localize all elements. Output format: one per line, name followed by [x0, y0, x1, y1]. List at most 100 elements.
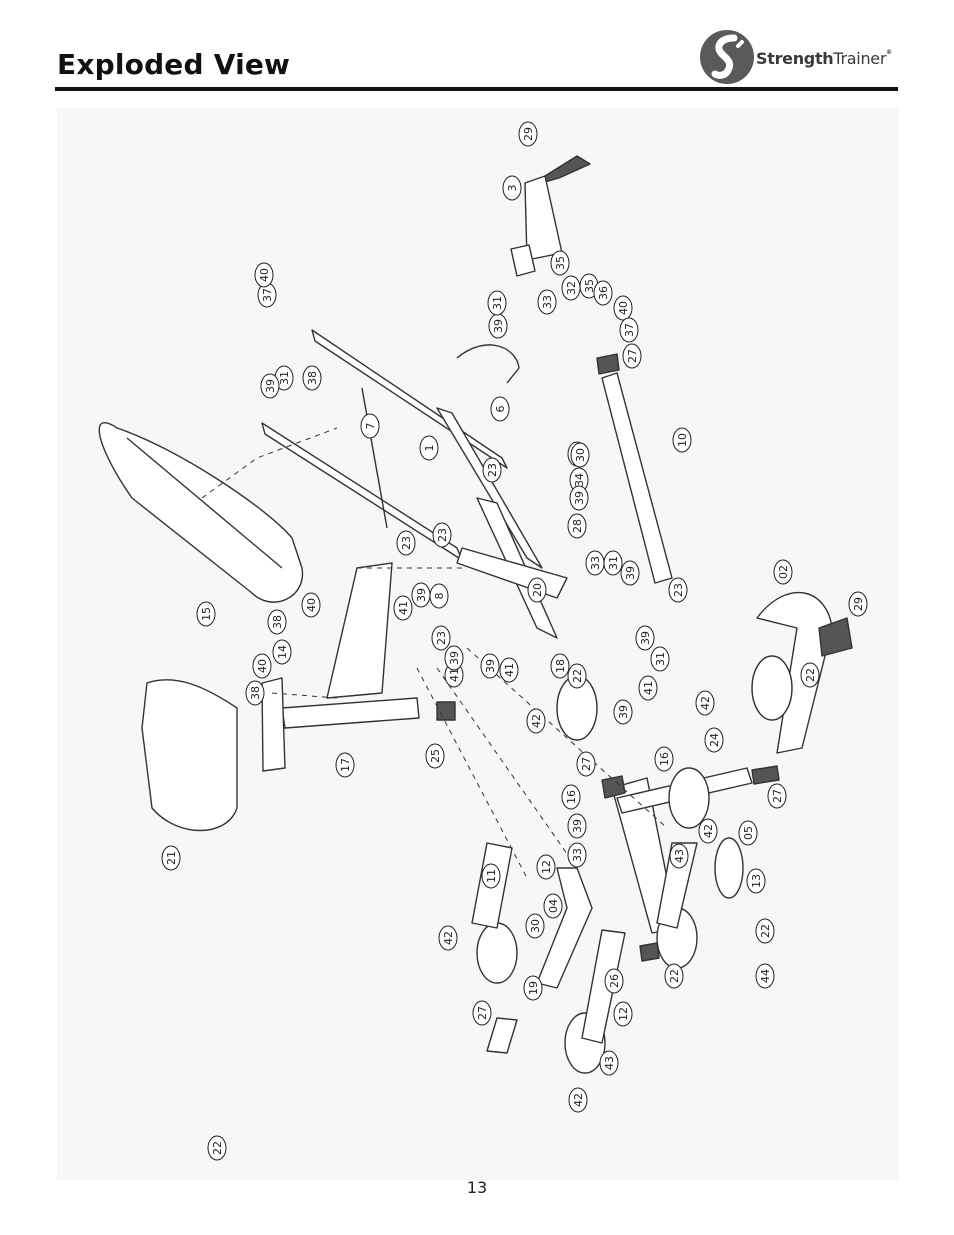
- part-callout: 39: [569, 485, 589, 511]
- part-callout: 18: [550, 653, 570, 679]
- callout-circle: [755, 918, 775, 944]
- callout-circle: [755, 963, 775, 989]
- callout-number: 39: [264, 379, 277, 393]
- callout-number: 41: [503, 663, 516, 677]
- part-callouts: 2933539313332353640372710303740313839761…: [161, 121, 868, 1161]
- part-callout: 41: [638, 675, 658, 701]
- part-callout: 13: [746, 868, 766, 894]
- callout-number: 39: [617, 705, 630, 719]
- callout-circle: [800, 662, 820, 688]
- callout-number: 42: [442, 931, 455, 945]
- part-callout: 40: [613, 295, 633, 321]
- part-callout: 22: [567, 663, 587, 689]
- part-callout: 33: [585, 550, 605, 576]
- exploded-view-diagram: 2933539313332353640372710303740313839761…: [57, 108, 898, 1180]
- callout-number: 37: [261, 288, 274, 302]
- callout-circle: [518, 121, 538, 147]
- callout-number: 38: [271, 615, 284, 629]
- strengthtrainer-logo: StrengthTrainer®: [698, 28, 903, 86]
- callout-number: 39: [571, 819, 584, 833]
- callout-number: 10: [676, 433, 689, 447]
- callout-circle: [622, 343, 642, 369]
- callout-number: 16: [565, 790, 578, 804]
- callout-circle: [599, 1050, 619, 1076]
- exploded-view-drawing: 2933539313332353640372710303740313839761…: [98, 121, 868, 1161]
- part-callout: 32: [561, 275, 581, 301]
- part-callout: 38: [245, 680, 265, 706]
- callout-circle: [576, 751, 596, 777]
- part-callout: 42: [695, 690, 715, 716]
- callout-number: 23: [486, 463, 499, 477]
- callout-circle: [619, 317, 639, 343]
- callout-number: 42: [572, 1093, 585, 1107]
- callout-circle: [267, 609, 287, 635]
- part-callout: 31: [487, 290, 507, 316]
- callout-circle: [536, 854, 556, 880]
- callout-circle: [613, 699, 633, 725]
- part-callout: 24: [704, 727, 724, 753]
- callout-circle: [668, 577, 688, 603]
- callout-circle: [567, 513, 587, 539]
- callout-circle: [704, 727, 724, 753]
- callout-number: 38: [249, 686, 262, 700]
- callout-circle: [635, 625, 655, 651]
- callout-number: 35: [583, 279, 596, 293]
- part-callout: 31: [650, 646, 670, 672]
- callout-number: 14: [276, 645, 289, 659]
- part-callout: 10: [672, 427, 692, 453]
- callout-number: 21: [165, 851, 178, 865]
- callout-circle: [561, 784, 581, 810]
- part-callout: 42: [526, 708, 546, 734]
- callout-circle: [567, 813, 587, 839]
- callout-circle: [604, 968, 624, 994]
- callout-circle: [419, 435, 439, 461]
- callout-circle: [654, 746, 674, 772]
- part-callout: 16: [561, 784, 581, 810]
- header-rule: [55, 87, 898, 91]
- callout-number: 23: [435, 631, 448, 645]
- page-number: 13: [466, 1178, 488, 1197]
- callout-circle: [301, 592, 321, 618]
- callout-number: 23: [672, 583, 685, 597]
- callout-circle: [650, 646, 670, 672]
- part-callout: 39: [488, 313, 508, 339]
- callout-number: 41: [642, 681, 655, 695]
- part-callout: 39: [260, 373, 280, 399]
- callout-number: 41: [448, 668, 461, 682]
- callout-number: 1: [423, 445, 436, 452]
- callout-number: 36: [597, 286, 610, 300]
- callout-number: 26: [608, 974, 621, 988]
- callout-number: 39: [624, 566, 637, 580]
- callout-circle: [432, 522, 452, 548]
- callout-number: 42: [530, 714, 543, 728]
- part-callout: 39: [620, 560, 640, 586]
- part-callout: 38: [302, 365, 322, 391]
- part-callout: 25: [425, 743, 445, 769]
- callout-circle: [767, 783, 787, 809]
- callout-number: 42: [702, 824, 715, 838]
- callout-circle: [550, 250, 570, 276]
- callout-number: 25: [429, 749, 442, 763]
- callout-number: 38: [306, 371, 319, 385]
- part-callout: 23: [396, 530, 416, 556]
- callout-circle: [438, 925, 458, 951]
- callout-circle: [568, 1087, 588, 1113]
- callout-circle: [570, 442, 590, 468]
- callout-circle: [543, 893, 563, 919]
- callout-circle: [431, 625, 451, 651]
- callout-circle: [672, 427, 692, 453]
- callout-circle: [669, 843, 689, 869]
- callout-number: 29: [852, 597, 865, 611]
- callout-circle: [527, 577, 547, 603]
- callout-circle: [429, 583, 449, 609]
- callout-number: 33: [571, 848, 584, 862]
- callout-number: 30: [574, 448, 587, 462]
- callout-number: 22: [759, 924, 772, 938]
- callout-number: 17: [339, 758, 352, 772]
- callout-number: 35: [554, 256, 567, 270]
- callout-circle: [260, 373, 280, 399]
- part-callout: 19: [523, 975, 543, 1001]
- part-callout: 36: [593, 280, 613, 306]
- callout-number: 39: [484, 659, 497, 673]
- callout-number: 05: [742, 826, 755, 840]
